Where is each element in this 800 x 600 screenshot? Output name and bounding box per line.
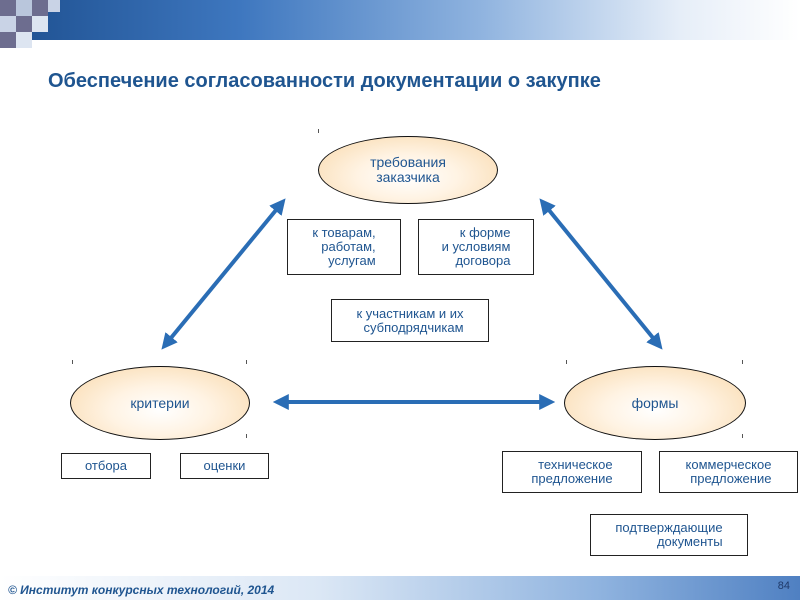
tick-mark — [318, 129, 319, 133]
box-contract-form-terms: к форме и условиям договора — [418, 219, 534, 275]
tick-mark — [566, 360, 567, 364]
box-evaluation: оценки — [180, 453, 269, 479]
decorative-squares — [0, 0, 70, 50]
arrow-requirements-forms — [539, 198, 663, 350]
node-forms-label: формы — [631, 394, 679, 411]
box-commercial-proposal: коммерческое предложение — [659, 451, 798, 493]
tick-mark — [72, 360, 73, 364]
page-number: 84 — [777, 580, 790, 592]
node-forms: формы — [564, 366, 746, 440]
box-goods-works-services: к товарам, работам, услугам — [287, 219, 401, 275]
tick-mark — [742, 434, 743, 438]
page-title: Обеспечение согласованности документации… — [48, 70, 601, 92]
tick-mark — [742, 360, 743, 364]
header-bar — [0, 0, 800, 40]
node-criteria: критерии — [70, 366, 250, 440]
box-technical-proposal: техническое предложение — [502, 451, 642, 493]
node-requirements-label: требования заказчика — [370, 154, 446, 185]
box-supporting-documents: подтверждающие документы — [590, 514, 748, 556]
footer-bar — [0, 576, 800, 600]
arrow-requirements-criteria — [161, 198, 286, 350]
node-criteria-label: критерии — [130, 394, 190, 411]
box-participants-subcontractors: к участникам и их субподрядчикам — [331, 299, 489, 342]
tick-mark — [246, 434, 247, 438]
box-selection: отбора — [61, 453, 151, 479]
node-requirements: требования заказчика — [318, 136, 498, 204]
tick-mark — [246, 360, 247, 364]
footer-copyright: © Институт конкурсных технологий, 2014 — [8, 583, 275, 597]
